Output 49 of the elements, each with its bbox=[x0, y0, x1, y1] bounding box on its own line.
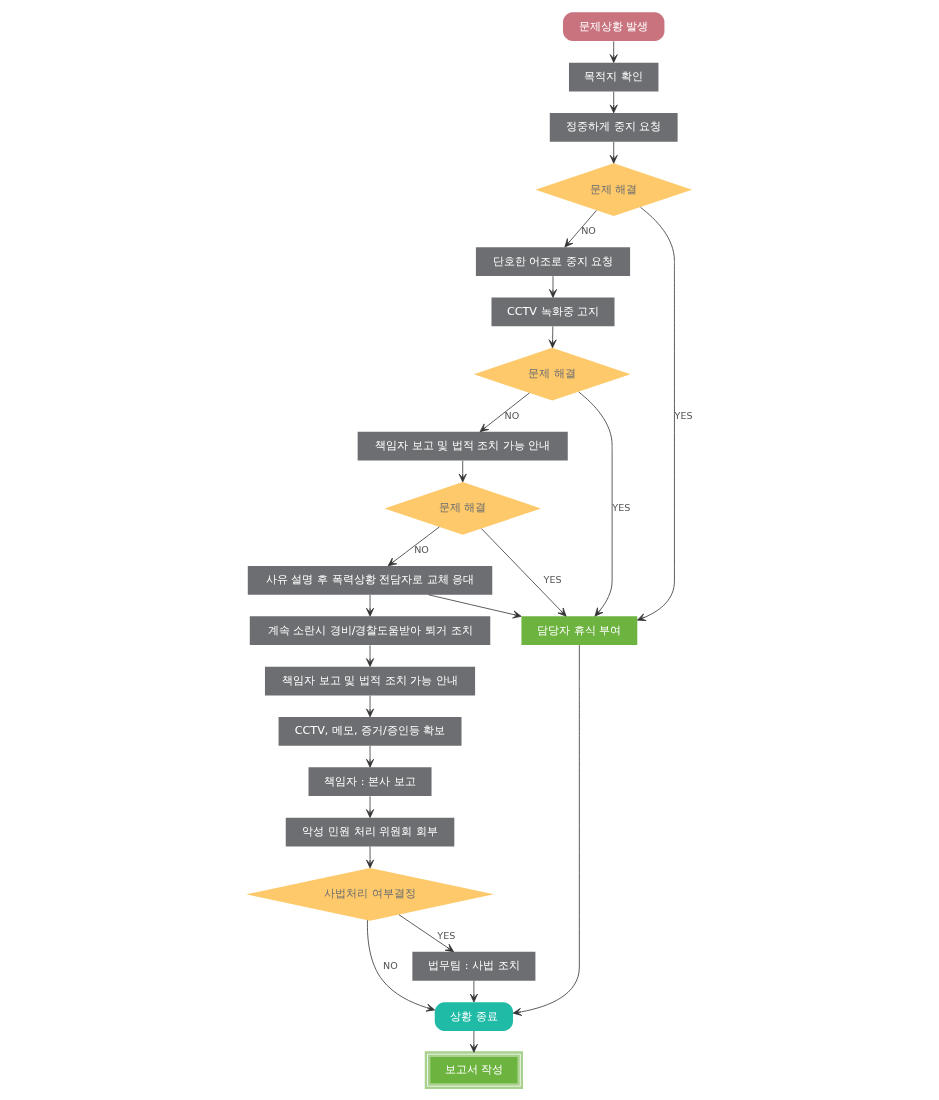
arrow bbox=[367, 919, 436, 1012]
arrow bbox=[387, 526, 440, 567]
arrow bbox=[366, 644, 375, 667]
node-box: 상황 종료 bbox=[434, 1002, 514, 1031]
arrow bbox=[366, 594, 375, 617]
edge-label: NO bbox=[581, 225, 596, 237]
node-box: 정중하게 중지 요청 bbox=[549, 113, 678, 142]
node-box: 사유 설명 후 폭력상황 전담자로 교체 응대 bbox=[247, 566, 493, 595]
arrow bbox=[578, 391, 613, 617]
arrow bbox=[428, 594, 522, 619]
arrow bbox=[609, 91, 618, 114]
arrow bbox=[481, 528, 567, 617]
node-box: 담당자 휴식 부여 bbox=[521, 616, 638, 646]
arrow bbox=[366, 795, 375, 818]
arrow bbox=[366, 745, 375, 768]
arrow bbox=[609, 40, 618, 63]
arrow bbox=[564, 210, 597, 248]
node-box: 단호한 어조로 중지 요청 bbox=[475, 247, 631, 276]
edge-label: YES bbox=[543, 573, 562, 585]
node-diamond: 문제 해결 bbox=[473, 347, 631, 401]
arrow bbox=[469, 980, 478, 1003]
arrow bbox=[637, 206, 675, 621]
arrow bbox=[479, 392, 530, 433]
node-box: 목적지 확인 bbox=[568, 62, 659, 92]
node-box: CCTV 녹화중 고지 bbox=[491, 297, 615, 327]
arrow bbox=[469, 1030, 478, 1053]
node-box: 계속 소란시 경비/경찰도움받아 퇴거 조치 bbox=[249, 616, 491, 646]
arrow bbox=[512, 644, 580, 1016]
arrow bbox=[366, 695, 375, 718]
arrow bbox=[548, 326, 557, 349]
node-diamond: 문제 해결 bbox=[384, 482, 541, 535]
edge-label: NO bbox=[414, 543, 429, 555]
node-diamond: 사법처리 여부결정 bbox=[246, 868, 494, 921]
node-box: 책임자 : 본사 보고 bbox=[308, 767, 432, 797]
arrow bbox=[458, 460, 467, 483]
node-box: 문제상황 발생 bbox=[563, 12, 665, 42]
edge-label: NO bbox=[383, 959, 398, 971]
arrow bbox=[366, 846, 375, 869]
edge-label: NO bbox=[504, 409, 520, 421]
arrow bbox=[398, 914, 455, 953]
node-box: 악성 민원 처리 위원회 회부 bbox=[285, 817, 455, 847]
arrow bbox=[549, 275, 557, 298]
node-diamond: 문제 해결 bbox=[535, 163, 692, 217]
node-box: 책임자 보고 및 법적 조치 가능 안내 bbox=[264, 666, 476, 696]
node-box: CCTV, 메모, 증거/증인등 확보 bbox=[278, 717, 462, 746]
edge-label: YES bbox=[437, 929, 456, 941]
node-box: 책임자 보고 및 법적 조치 가능 안내 bbox=[357, 431, 568, 461]
node-box: 법무팀 : 사법 조치 bbox=[412, 951, 536, 981]
arrow bbox=[609, 141, 618, 164]
